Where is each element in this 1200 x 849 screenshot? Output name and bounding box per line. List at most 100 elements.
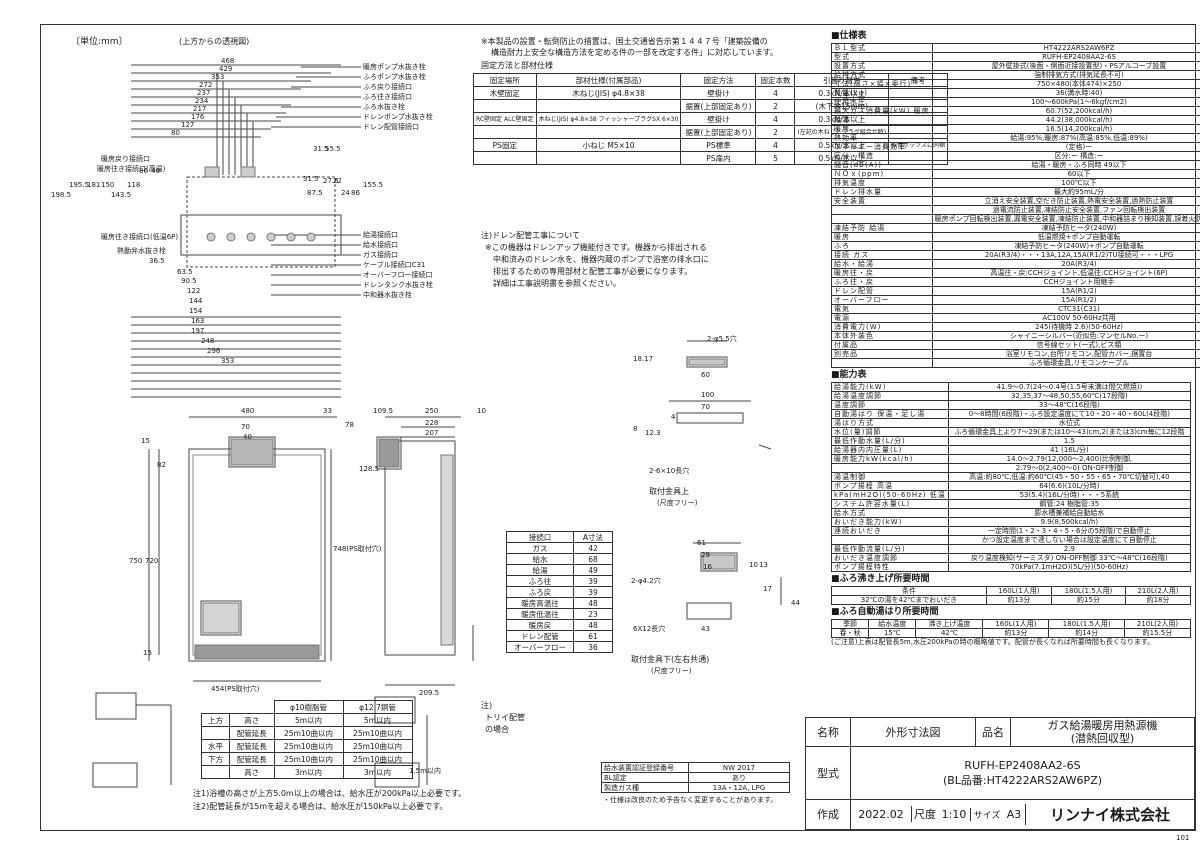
perf-key: おいだき能力(kW): [831, 517, 949, 527]
spec-row: 暖房往・戻高温往・戻:CCHジョイント,低温往:CCHジョイント(6P): [831, 268, 1200, 278]
fix-cell: 壁掛け: [680, 112, 757, 126]
pipe-cell: 48: [573, 597, 613, 609]
plen-cell: 25m10曲以内: [342, 752, 413, 766]
dim-22: 22: [333, 177, 342, 185]
perf-key: 最低作動水量(L/分): [831, 436, 949, 446]
tb-product-line2: (潜熱回収型): [1070, 732, 1135, 746]
perf-row: 給湯器内内圧量(L)41 (16L/分): [831, 445, 1192, 455]
spec-key: 区分・構造: [831, 151, 933, 161]
dim-118: 118: [127, 181, 141, 189]
bracket-top-caption: 取付金具上: [649, 487, 689, 496]
label-bath-drain: ふろ水抜き栓: [363, 103, 405, 111]
perf-row: 2.79〜0(2,400〜0) ON-OFF制御: [831, 463, 1192, 473]
label-thermal-valve: 熱動弁水抜き栓: [117, 247, 166, 255]
perf-row: おいだき能力(kW)9.9(8,500kcal/h): [831, 517, 1192, 527]
spec-value: 20A(R3/4)・・・13A,12A,15A(R1/2)TU接続可・・・LPG: [931, 250, 1200, 260]
perf-value: 戻り温度検知(サーミスタ) ON-OFF制御 33℃〜48℃(16段階): [947, 553, 1192, 563]
spec-row: ドレン排水量最大約95mL/分: [831, 187, 1200, 197]
perf-row: 湯温制御高温:約80℃,低温:約60℃(45・50・55・65・70℃切替可),…: [831, 472, 1192, 482]
label-bath-pump-drain: ふろポンプ水抜き栓: [363, 73, 426, 81]
plen-corner: [230, 701, 275, 714]
label-heating-supply-high: 暖房往き接続口(高温): [97, 165, 166, 173]
spec-value: 15A(R1/2): [931, 286, 1200, 296]
pipe-cell: 61: [573, 630, 613, 642]
trough-note-2: トリイ配管: [485, 713, 525, 722]
note-top-1: ※本製品の設置・転倒防止の措置は、国土交通省告示第１４４７号「建築設備の: [481, 37, 768, 46]
dim-234: 234: [195, 97, 209, 105]
piping-note-1: 注1)浴槽の高さが上方5.0m以上の場合は、給水圧が200kPa以上必要です。: [193, 789, 467, 798]
dim-272: 272: [199, 81, 213, 89]
fix-cell: [535, 99, 682, 113]
bath-up-cell: 約18分: [1125, 595, 1191, 605]
bracket-bottom-61: 61: [697, 539, 706, 547]
spec-value: 立消え安全装置,空だき防止装置,熱電安全装置,過熱防止装置: [931, 196, 1200, 206]
perf-key: 給湯温度調節: [831, 391, 949, 401]
perf-key: kPa(mH2O)(50-60Hz) 低温: [831, 490, 949, 500]
label-neutralizer: 中和器水抜き栓: [363, 291, 412, 299]
perf-key: 給湯器内内圧量(L): [831, 445, 949, 455]
label-drain-pump-drain: ドレンポンプ水抜き栓: [363, 113, 433, 121]
spec-key: 給湯: [831, 115, 933, 125]
fix-cell: 据置(上部固定あり): [680, 99, 757, 113]
drawing-sheet: 〔単位:mm〕 (上方からの透視図) 468 429 353 272 237 2…: [40, 24, 1200, 831]
bracket-top-4: 4: [671, 413, 676, 421]
bracket-top-sub: (尺度フリー): [657, 499, 698, 507]
dim-163: 163: [191, 317, 205, 325]
pipe-cell: 暖房戻: [506, 619, 574, 631]
perf-row: 水位(量)調節ふろ循環金具上より7〜29(または10〜43)cm,2(または3)…: [831, 427, 1192, 437]
perf-value: 70kPa(7.1mH2O)(5L/分)(50-60Hz): [947, 562, 1192, 572]
fix-table-title: 固定方法と部材仕様: [481, 61, 553, 70]
bracket-top-12: 12.3: [645, 429, 661, 437]
pipe-cell: 暖房低温往: [506, 608, 574, 620]
spec-key: 消費電力(W): [831, 322, 933, 332]
dim-198-5: 198.5: [51, 191, 72, 199]
perf-row: 最低作動水量(L/分)1.5: [831, 436, 1192, 446]
title-block: 名称 外形寸法図 品名 ガス給湯暖房用熱源機 (潜熱回収型) 型式 RUFH-E…: [805, 716, 1195, 831]
spec-key: ふろ往・戻: [831, 277, 933, 287]
front-width: 480: [241, 407, 255, 415]
bath-up-h: 条件: [831, 586, 987, 596]
perf-key: 給水方式: [831, 508, 949, 518]
plen-cell: 25m10曲以内: [273, 726, 344, 740]
tb-product: ガス給湯暖房用熱源機 (潜熱回収型): [1010, 716, 1195, 748]
dim-144: 144: [189, 297, 203, 305]
fix-cell: [473, 151, 537, 165]
label-heating-supply-low: 暖房往き接続口(低温6P): [101, 233, 179, 241]
pipe-cell: 39: [573, 586, 613, 598]
plen-cell: 配管延長: [229, 726, 275, 740]
spec-key: 本体外装色: [831, 331, 933, 341]
perf-key: 自動湯はり 保温・足し湯: [831, 409, 949, 419]
spec-value: 15A(R1/2): [931, 295, 1200, 305]
fix-cell: [535, 125, 682, 139]
fix-h-place: 固定場所: [473, 73, 537, 87]
perf-value: 14.0〜2.79(12,000〜2,400)比例制御,: [947, 454, 1192, 464]
perf-key: システム許容水量(L): [831, 499, 949, 509]
tb-footer: 2022.02 尺度 1:10 サイズ A3 リンナイ株式会社: [850, 798, 1195, 831]
perf-key: ポンプ揚程 高温: [831, 481, 949, 491]
label-bath-supply: ふろ往き接続口: [363, 93, 412, 101]
spec-value: 信号線セット(一式),ビス類: [931, 340, 1200, 350]
spec-value: CTC31(C31): [931, 304, 1200, 314]
dim-237: 237: [197, 89, 211, 97]
plen-corner: [202, 701, 230, 714]
spec-value: 36(満水時:40): [931, 88, 1200, 98]
tb-scale: 1:10: [941, 807, 967, 821]
bracket-top-hole: 2-φ5.5穴: [707, 335, 737, 343]
perf-value: 鋼管:24 樹脂管:35: [947, 499, 1192, 509]
view-label: (上方からの透視図): [179, 37, 250, 46]
dim-429: 429: [219, 65, 233, 73]
side-228: 228: [425, 419, 439, 427]
plen-cell: [201, 765, 230, 779]
dim-181: 181: [87, 181, 101, 189]
perf-key: 湯温制御: [831, 472, 949, 482]
spec-key: 暖房: [831, 124, 933, 134]
bracket-top-slot: 2-6×10長穴: [649, 467, 690, 475]
spec-key: 型式: [831, 52, 933, 62]
